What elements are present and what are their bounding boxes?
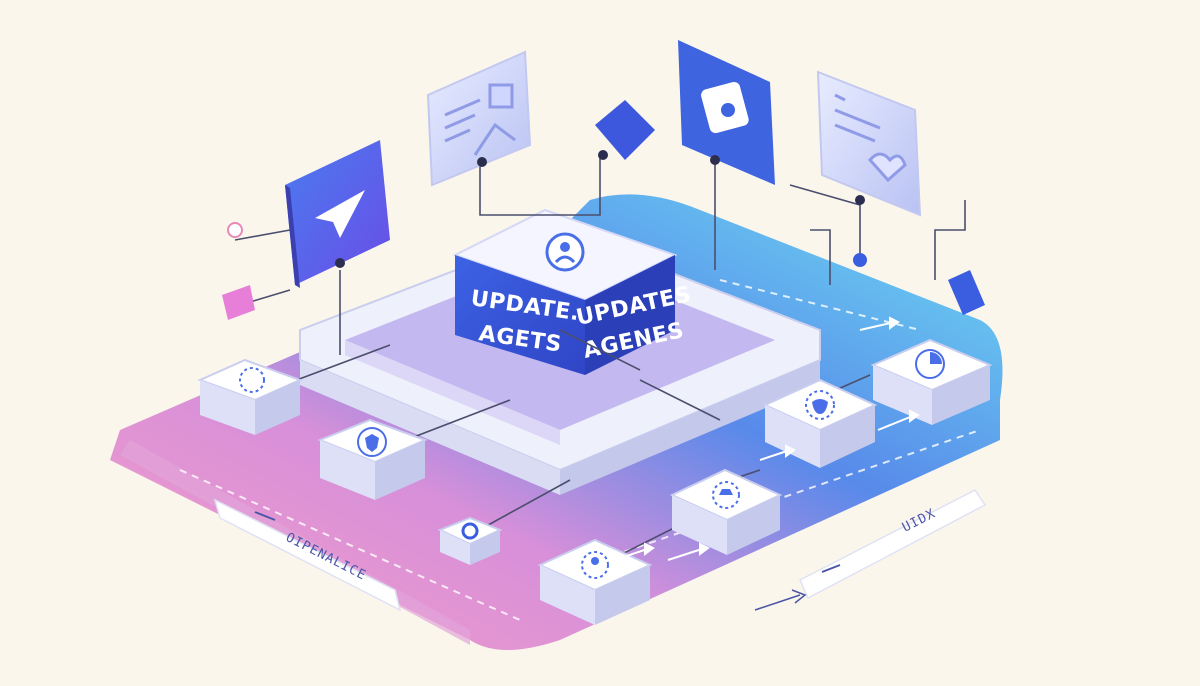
chat-heart-icon [834,93,907,183]
card-paper-plane [285,140,390,288]
node-link [197,358,303,435]
image-gallery-icon [444,83,516,156]
shield-icon [365,434,379,452]
node-drop [762,378,878,468]
target-icon [461,522,479,540]
link-icon [239,367,265,393]
node-target [437,516,503,565]
floating-blue-tile [948,270,985,315]
user-bell-icon [719,489,733,495]
floating-pink-dot [227,222,243,238]
node-shield [317,418,428,500]
node-person [537,538,653,625]
central-hub-block: UPDATE. AGETS UPDATES AGENES [452,208,694,375]
card-small-flag [595,100,655,160]
node-user-bell [669,468,783,555]
node-pie [870,338,993,425]
card-note-blue [678,40,775,185]
card-chat-heart [816,70,922,217]
drop-icon [812,399,828,414]
paper-plane-icon [315,190,365,238]
floating-blue-dot [853,253,867,267]
flow-arrows [614,316,920,561]
card-image-gallery [426,50,532,187]
pie-chart-icon [930,352,942,364]
floating-pink-tile [222,285,255,320]
person-icon [591,557,599,565]
